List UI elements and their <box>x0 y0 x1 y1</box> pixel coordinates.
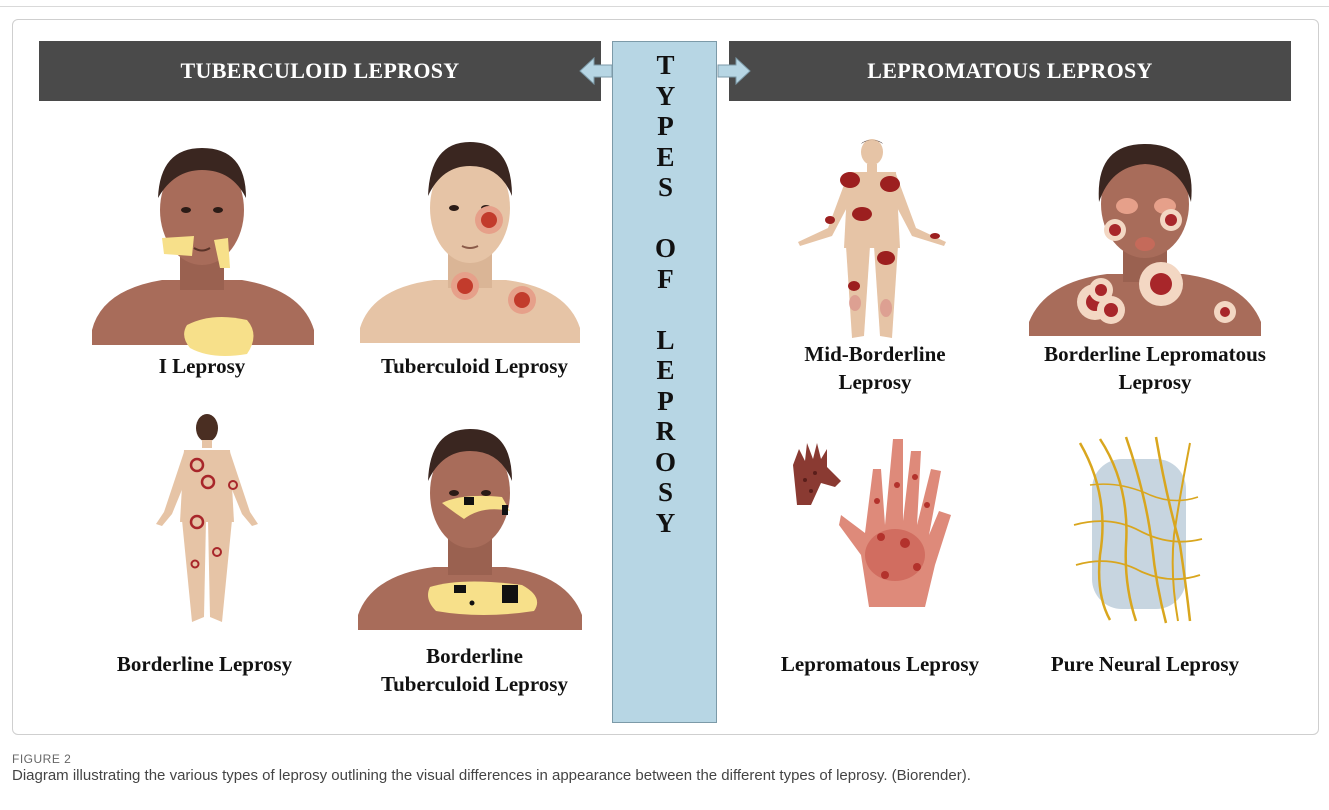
mid-borderline-label: Mid-Borderline Leprosy <box>750 340 1000 396</box>
borderline-lepromatous-illustration <box>1025 140 1265 340</box>
mid-borderline-label-line1: Mid-Borderline <box>750 340 1000 368</box>
center-letter: Y <box>656 81 676 112</box>
center-letter: E <box>656 355 674 386</box>
figure-number: FIGURE 2 <box>12 752 971 766</box>
banner-lepromatous: LEPROMATOUS LEPROSY <box>729 41 1291 101</box>
types-of-leprosy-column: T Y P E S O F L E P R O S Y <box>612 41 717 723</box>
banner-tuberculoid: TUBERCULOID LEPROSY <box>39 41 601 101</box>
center-letter: S <box>658 477 673 508</box>
borderline-leprosy-label: Borderline Leprosy <box>82 650 327 678</box>
figure-caption: FIGURE 2 Diagram illustrating the variou… <box>12 752 971 784</box>
borderline-tuberculoid-label-line1: Borderline <box>352 642 597 670</box>
borderline-tuberculoid-label: Borderline Tuberculoid Leprosy <box>352 642 597 698</box>
lepromatous-leprosy-label: Lepromatous Leprosy <box>755 650 1005 678</box>
center-letter: R <box>656 416 676 447</box>
figure-caption-text: Diagram illustrating the various types o… <box>12 767 971 784</box>
borderline-lepromatous-label-line2: Leprosy <box>1020 368 1290 396</box>
center-letter: L <box>656 325 674 356</box>
borderline-tuberculoid-label-line2: Tuberculoid Leprosy <box>352 670 597 698</box>
types-of-leprosy-vertical-text: T Y P E S O F L E P R O S Y <box>613 50 718 538</box>
i-leprosy-illustration <box>82 140 322 360</box>
borderline-leprosy-illustration <box>150 412 265 627</box>
tuberculoid-leprosy-label: Tuberculoid Leprosy <box>352 352 597 380</box>
pure-neural-leprosy-illustration <box>1070 435 1205 625</box>
borderline-lepromatous-label: Borderline Lepromatous Leprosy <box>1020 340 1290 396</box>
center-letter: O <box>655 447 676 478</box>
center-letter: P <box>657 386 674 417</box>
mid-borderline-illustration <box>790 138 955 343</box>
top-rule <box>0 6 1329 7</box>
lepromatous-leprosy-illustration <box>785 425 970 615</box>
tuberculoid-leprosy-illustration <box>352 138 587 348</box>
banner-lepromatous-title: LEPROMATOUS LEPROSY <box>867 58 1152 84</box>
pure-neural-leprosy-label: Pure Neural Leprosy <box>1020 650 1270 678</box>
i-leprosy-label: I Leprosy <box>82 352 322 380</box>
right-arrow-icon <box>716 56 752 86</box>
center-letter: T <box>656 50 674 81</box>
center-letter: F <box>657 264 674 295</box>
borderline-lepromatous-label-line1: Borderline Lepromatous <box>1020 340 1290 368</box>
center-letter: S <box>658 172 673 203</box>
mid-borderline-label-line2: Leprosy <box>750 368 1000 396</box>
banner-tuberculoid-title: TUBERCULOID LEPROSY <box>181 58 460 84</box>
left-arrow-icon <box>578 56 614 86</box>
center-letter: Y <box>656 508 676 539</box>
center-letter: E <box>656 142 674 173</box>
borderline-tuberculoid-illustration <box>352 425 587 635</box>
center-letter: P <box>657 111 674 142</box>
center-letter: O <box>655 233 676 264</box>
